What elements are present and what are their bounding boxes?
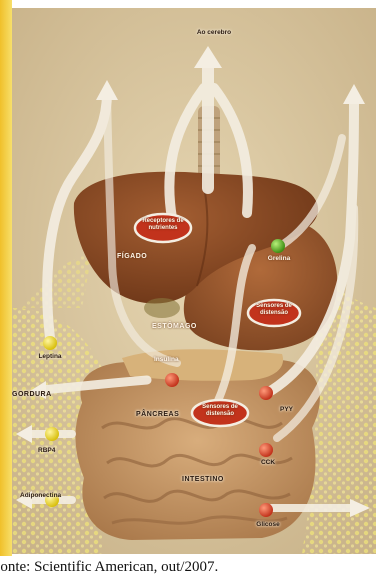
liver-label: FÍGADO <box>117 253 147 260</box>
rbp4-label: RBP4 <box>38 448 55 455</box>
intestine-sensors-label: Sensores de distensão <box>196 404 244 418</box>
leptin-label: Leptina <box>38 354 61 361</box>
fat-label: GORDURA <box>12 391 52 398</box>
source-caption-text: Fonte: Scientific American, out/2007. <box>0 559 218 575</box>
digestive-system-illustration: Ao cerebro Receptores de nutrientes FÍGA… <box>12 8 376 554</box>
glucose-label: Glicose <box>256 522 279 529</box>
cck-label: CCK <box>261 460 275 467</box>
pancreas-label: PÂNCREAS <box>136 411 179 418</box>
stomach-sensors-label: Sensores de distensão <box>251 303 297 317</box>
ghrelin-marker <box>271 239 285 253</box>
source-caption: Fonte: Scientific American, out/2007. <box>0 559 380 576</box>
stomach-label: ESTÔMAGO <box>152 323 197 330</box>
insulin-label: Insulina <box>154 357 179 364</box>
cck-marker <box>259 443 273 457</box>
pyy-marker <box>259 386 273 400</box>
receptors-label: Receptores de nutrientes <box>138 218 188 232</box>
adiponectin-label: Adiponectina <box>20 493 61 500</box>
leptin-marker <box>43 336 57 350</box>
rbp4-marker <box>45 427 59 441</box>
brain-label: Ao cerebro <box>197 30 231 37</box>
insulin-marker <box>165 373 179 387</box>
ghrelin-label: Grelina <box>268 256 290 263</box>
anatomy-drawing <box>12 8 376 554</box>
gallbladder <box>144 298 180 318</box>
pyy-label: PYY <box>280 407 293 414</box>
intestine-label: INTESTINO <box>182 476 224 483</box>
glucose-marker <box>259 503 273 517</box>
image-frame: Ao cerebro Receptores de nutrientes FÍGA… <box>0 0 380 556</box>
